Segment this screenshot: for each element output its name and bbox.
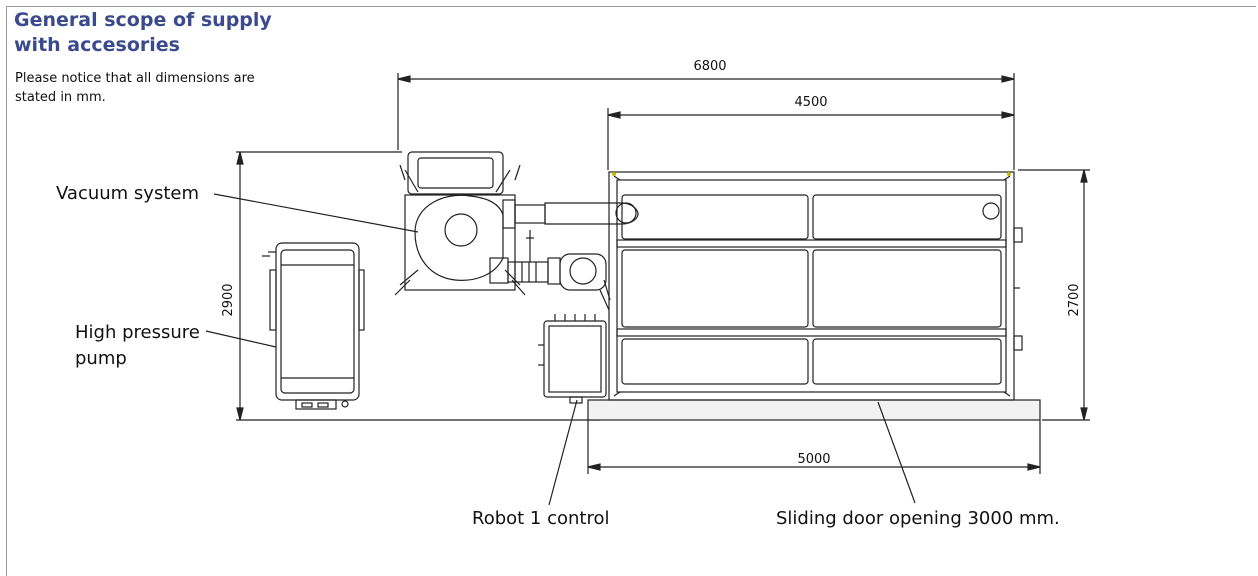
dimension-label-4500: 4500: [794, 95, 827, 110]
callout-vacuum-system: Vacuum system: [56, 183, 199, 204]
cabin: [587, 171, 1041, 421]
dimension-label-6800: 6800: [693, 59, 726, 74]
dimension-total-depth: 2900: [221, 151, 600, 421]
dimension-label-2700: 2700: [1067, 283, 1082, 316]
callout-robot-control: Robot 1 control: [472, 508, 610, 529]
high-pressure-pump: [262, 242, 365, 410]
title-line-1: General scope of supply: [14, 9, 272, 31]
callout-pump-line-1: High pressure: [75, 322, 200, 343]
robot-control-cabinet: [538, 314, 607, 404]
callout-pump-line-2: pump: [75, 348, 127, 369]
dimension-cabin-depth: 2700: [1018, 169, 1090, 421]
note-line-1: Please notice that all dimensions are: [15, 71, 255, 86]
note-line-2: stated in mm.: [15, 90, 106, 105]
title-line-2: with accesories: [14, 34, 180, 56]
page-title: General scope of supply with accesories: [14, 8, 272, 58]
dimension-note: Please notice that all dimensions are st…: [15, 69, 255, 107]
callout-sliding-door: Sliding door opening 3000 mm.: [776, 508, 1060, 529]
drawing-frame: [6, 6, 1256, 576]
dimension-cabin-width: 4500: [607, 95, 1015, 170]
dimension-label-2900: 2900: [221, 283, 236, 316]
vacuum-system: [394, 151, 639, 296]
dimension-label-5000: 5000: [797, 452, 830, 467]
dimension-total-width: 6800: [397, 59, 1015, 170]
dimension-base-width: 5000: [587, 420, 1041, 474]
callout-leaders: [205, 193, 916, 506]
